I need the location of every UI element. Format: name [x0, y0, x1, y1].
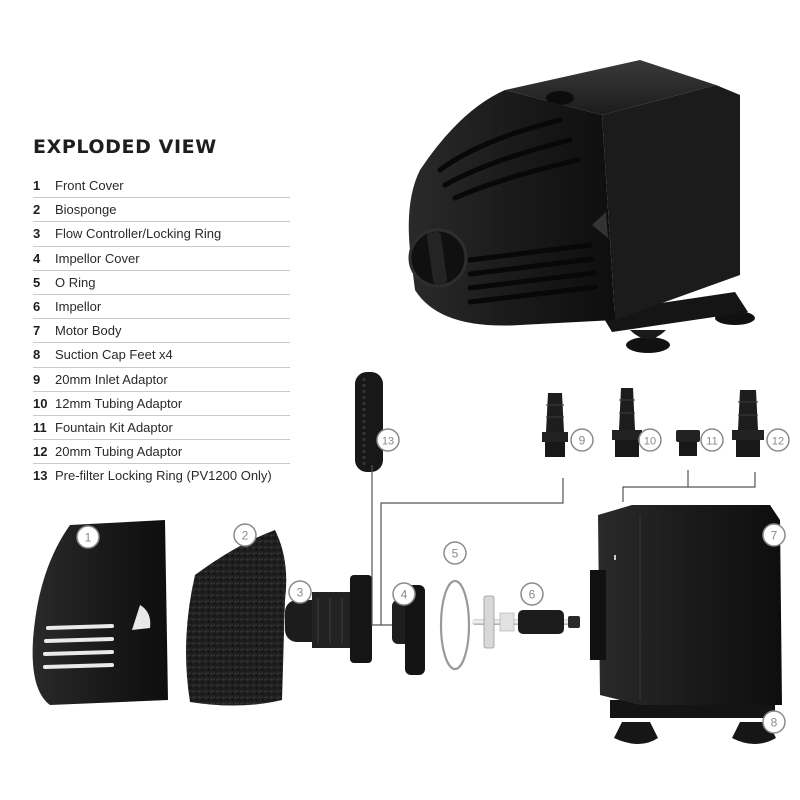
part-label: Front Cover — [55, 178, 124, 193]
callout-badge: 11 — [700, 428, 724, 452]
part-label: Impellor Cover — [55, 250, 140, 266]
motor-body-part — [590, 505, 782, 718]
part-number: 6 — [33, 298, 41, 314]
part-label: Suction Cap Feet x4 — [55, 347, 173, 363]
callout-badge: 3 — [288, 580, 312, 604]
part-label: Impellor — [55, 298, 102, 314]
part-label: Motor Body — [55, 323, 122, 339]
parts-list-item: 7 Motor Body — [33, 319, 290, 344]
callout-badge: 7 — [762, 523, 786, 547]
callout-number: 6 — [529, 588, 536, 602]
callout-number: 3 — [297, 586, 304, 600]
callout-number: 12 — [772, 436, 784, 448]
part-label: Biosponge — [55, 202, 117, 218]
parts-list-item: 8 Suction Cap Feet x4 — [33, 343, 290, 368]
part-number: 12 — [33, 444, 48, 460]
fountain-kit-adaptor-part — [676, 430, 700, 456]
parts-list-item: 2 Biosponge — [33, 198, 290, 223]
callout-badge: 1 — [76, 525, 100, 549]
callout-badge: 6 — [520, 582, 544, 606]
callout-badge: 10 — [638, 428, 662, 452]
part-label: Flow Controller/Locking Ring — [55, 226, 222, 242]
tubing-adaptor-12mm-part — [612, 388, 642, 457]
diagram-title: EXPLODED VIEW — [33, 136, 217, 158]
parts-list-item: 1 Front Cover — [33, 174, 290, 199]
callout-number: 10 — [644, 436, 656, 448]
part-label: 12mm Tubing Adaptor — [55, 395, 183, 411]
callout-badge: 12 — [766, 428, 790, 452]
part-label: 20mm Inlet Adaptor — [55, 371, 168, 387]
parts-list-item: 13 Pre-filter Locking Ring (PV1200 Only) — [33, 464, 290, 488]
part-number: 13 — [33, 468, 48, 484]
callout-number: 9 — [579, 434, 586, 448]
part-number: 7 — [33, 323, 41, 339]
suction-feet-part — [614, 722, 776, 744]
callout-number: 7 — [771, 529, 778, 543]
part-number: 3 — [33, 226, 41, 242]
inlet-adaptor-part — [542, 393, 568, 457]
callout-badge: 9 — [570, 428, 594, 452]
parts-list-item: 5 O Ring — [33, 271, 290, 295]
part-number: 10 — [33, 395, 48, 411]
part-number: 9 — [33, 371, 41, 387]
biosponge-part — [186, 530, 287, 706]
impellor-part — [472, 595, 580, 649]
parts-list-item: 9 20mm Inlet Adaptor — [33, 368, 290, 392]
callout-number: 1 — [85, 531, 92, 545]
part-number: 8 — [33, 347, 41, 363]
part-number: 5 — [33, 274, 41, 290]
callout-number: 5 — [452, 547, 459, 561]
parts-list: 1 Front Cover 2 Biosponge 3 Flow Controller… — [33, 174, 290, 488]
parts-list-item: 3 Flow Controller/Locking Ring — [33, 222, 290, 247]
tubing-adaptor-20mm-part — [732, 390, 764, 457]
part-label: 20mm Tubing Adaptor — [55, 444, 183, 460]
callout-number: 13 — [382, 436, 394, 448]
callout-badge: 4 — [392, 582, 416, 606]
parts-list-item: 4 Impellor Cover — [33, 247, 290, 271]
part-label: O Ring — [55, 274, 96, 290]
parts-list-item: 11 Fountain Kit Adaptor — [33, 416, 290, 441]
part-number: 11 — [33, 419, 47, 435]
callout-number: 4 — [401, 588, 408, 602]
o-ring-part — [439, 579, 471, 671]
assembled-pump — [408, 60, 755, 353]
front-cover-part — [32, 520, 168, 705]
part-number: 1 — [33, 178, 41, 193]
parts-list-item: 12 20mm Tubing Adaptor — [33, 440, 290, 465]
impellor-cover-part — [392, 585, 425, 675]
leader-lines — [371, 465, 756, 626]
part-number: 2 — [33, 202, 41, 218]
parts-list-item: 10 12mm Tubing Adaptor — [33, 392, 290, 416]
part-number: 4 — [33, 250, 41, 266]
callout-badge: 5 — [443, 541, 467, 565]
callout-number: 8 — [771, 716, 778, 730]
part-label: Fountain Kit Adaptor — [55, 419, 173, 435]
callout-number: 2 — [242, 529, 249, 543]
callout-badge: 8 — [762, 710, 786, 734]
callout-badge: 2 — [233, 523, 257, 547]
callout-badge: 13 — [376, 428, 400, 452]
flow-controller-part — [285, 575, 372, 663]
prefilter-ring-part — [355, 372, 383, 472]
parts-list-item: 6 Impellor — [33, 295, 290, 320]
part-label: Pre-filter Locking Ring (PV1200 Only) — [55, 468, 272, 484]
callout-number: 11 — [706, 436, 717, 448]
